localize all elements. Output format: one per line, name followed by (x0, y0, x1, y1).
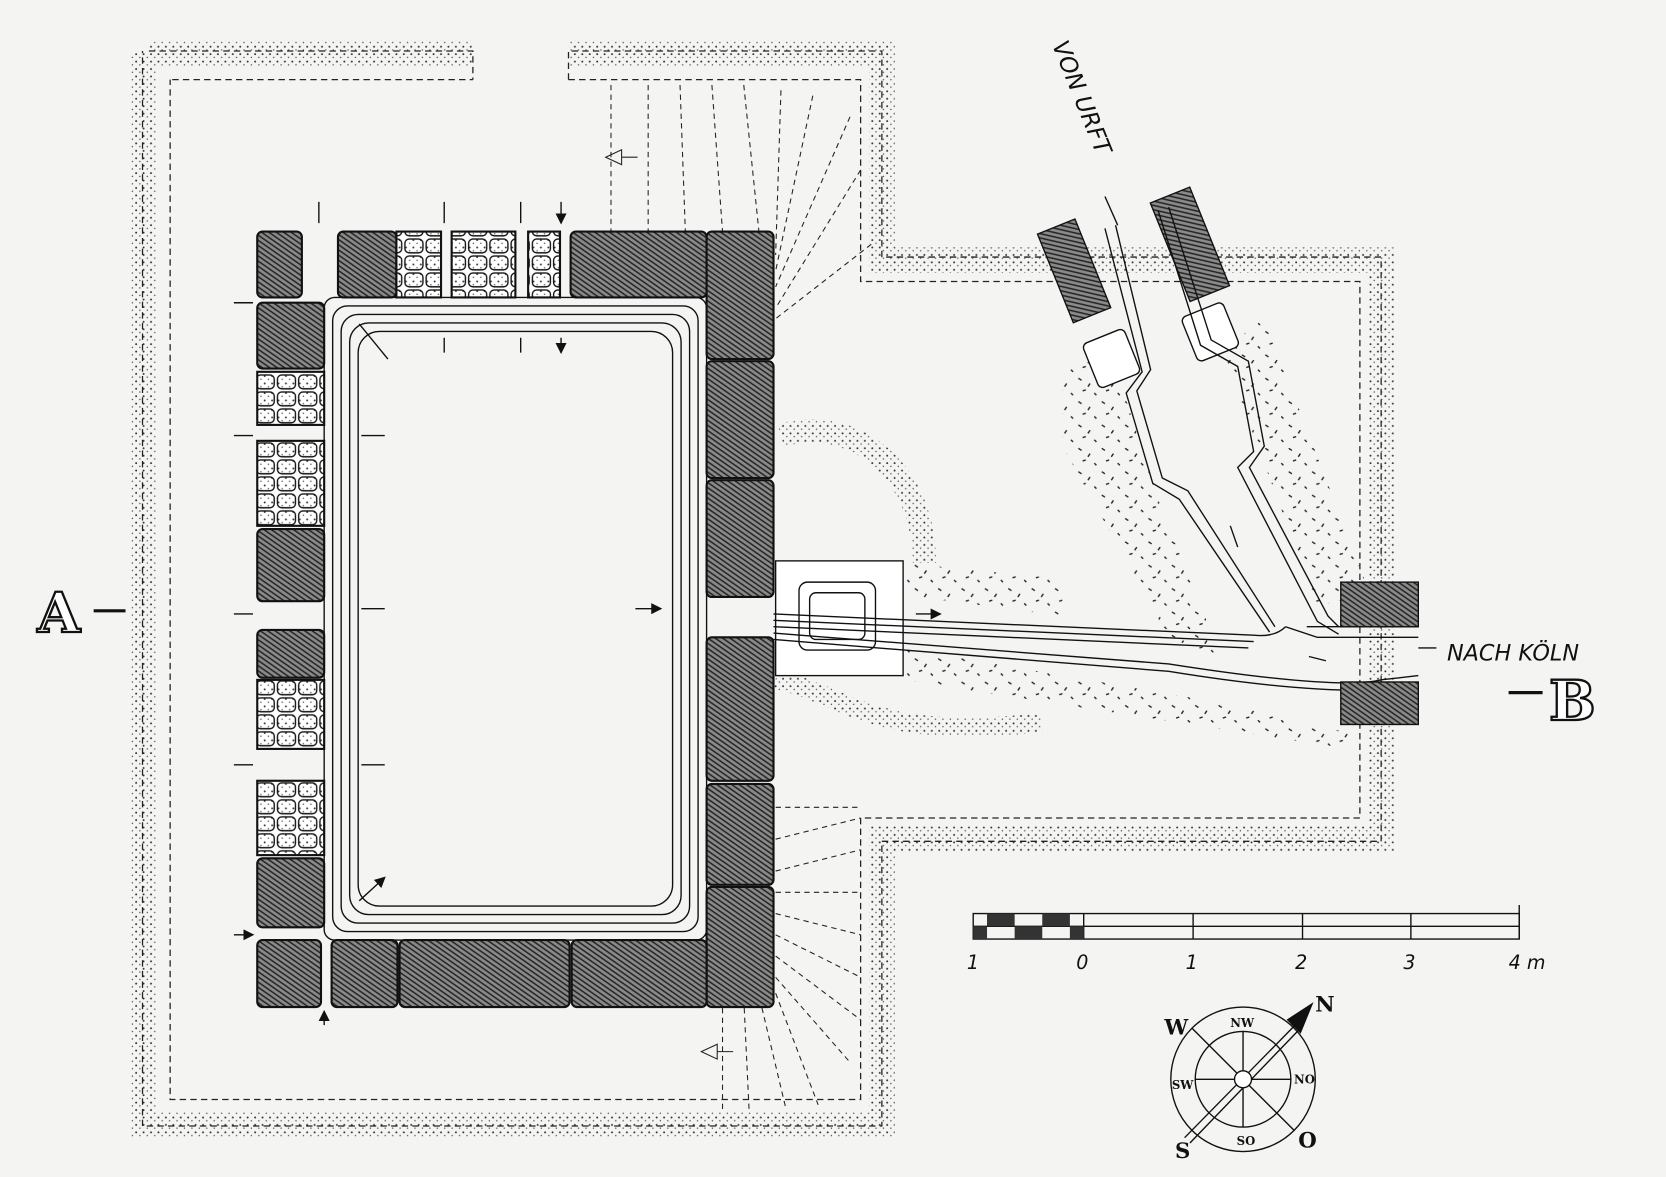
scale-tick: 0 (1076, 951, 1088, 974)
basin-walls (256, 230, 775, 1009)
settling-basin (323, 296, 708, 941)
compass-n: N (1315, 992, 1334, 1017)
inflow-label: VON URFT (1046, 36, 1118, 160)
section-label-b: B (1549, 669, 1596, 734)
compass-rose: N W S O NW NO SW SO (1163, 992, 1334, 1164)
scale-tick: 1 (1186, 951, 1198, 974)
fan-lines (604, 84, 872, 1111)
scale-bar: 1 0 1 2 3 4 m (967, 905, 1546, 974)
compass-nw: NW (1230, 1016, 1255, 1030)
scale-tick: 4 m (1509, 951, 1546, 974)
urft-channel (1036, 186, 1420, 726)
flow-arrows (233, 196, 1437, 1026)
compass-no: NO (1294, 1073, 1315, 1087)
scale-tick: 3 (1403, 951, 1415, 974)
compass-o: O (1298, 1128, 1317, 1153)
outflow-label: NACH KÖLN (1447, 639, 1579, 667)
excavation-trench (130, 40, 1394, 1137)
compass-w: W (1163, 1016, 1189, 1041)
section-label-a: A (36, 581, 81, 646)
scale-tick: 2 (1295, 951, 1307, 974)
round-pit (777, 419, 937, 564)
compass-so: SO (1237, 1134, 1256, 1148)
compass-s: S (1175, 1139, 1190, 1164)
lower-pit (773, 670, 1043, 737)
compass-sw: SW (1172, 1078, 1194, 1092)
scale-tick: 1 (967, 951, 979, 974)
